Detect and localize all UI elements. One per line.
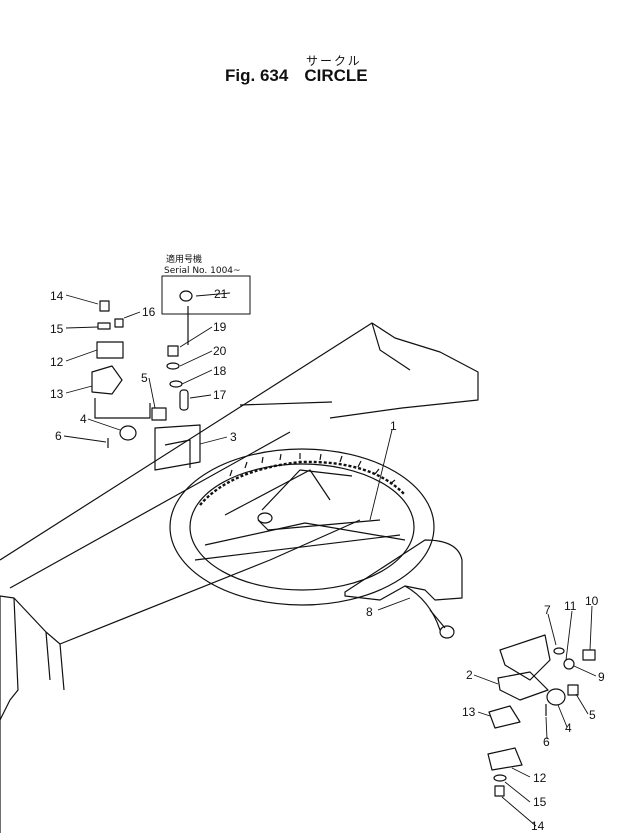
callout-6: 6 — [55, 429, 62, 443]
leader-lines — [63, 292, 597, 827]
callout-2: 2 — [466, 668, 473, 682]
callout-12-lower: 12 — [533, 771, 547, 785]
callout-5-lower: 5 — [589, 708, 596, 722]
callout-16: 16 — [142, 305, 156, 319]
figure-number: Fig. 634 — [225, 66, 289, 85]
callout-14-lower: 14 — [531, 819, 545, 833]
callout-3: 3 — [230, 430, 237, 444]
callout-5: 5 — [141, 371, 148, 385]
callout-4-lower: 4 — [565, 721, 572, 735]
main-frame — [0, 322, 479, 833]
callout-labels: 14 16 15 12 13 5 4 6 3 21 19 20 18 17 1 … — [50, 287, 605, 833]
callout-10: 10 — [585, 594, 599, 608]
callout-13: 13 — [50, 387, 64, 401]
callout-18: 18 — [213, 364, 227, 378]
circle-arm — [344, 539, 463, 639]
circle-ring — [169, 448, 435, 606]
serial-range-parts — [161, 275, 251, 411]
serial-note-number: Serial No. 1004~ — [164, 266, 241, 276]
callout-11: 11 — [564, 599, 577, 613]
callout-12: 12 — [50, 355, 64, 369]
figure-title: Fig. 634 CIRCLE — [225, 66, 368, 86]
callout-14: 14 — [50, 289, 64, 303]
lower-bracket-parts — [487, 634, 596, 797]
callout-8: 8 — [366, 605, 373, 619]
callout-13-lower: 13 — [462, 705, 476, 719]
figure-subtitle-jp: サークル — [306, 54, 362, 68]
callout-19: 19 — [213, 320, 227, 334]
callout-15: 15 — [50, 322, 64, 336]
callout-4: 4 — [80, 412, 87, 426]
callout-20: 20 — [213, 344, 227, 358]
circle-frame — [194, 469, 406, 561]
callout-1: 1 — [390, 419, 397, 433]
callout-9: 9 — [598, 670, 605, 684]
serial-note-jp: 適用号機 — [166, 253, 202, 265]
callout-15-lower: 15 — [533, 795, 547, 809]
callout-21: 21 — [214, 287, 228, 301]
callout-7: 7 — [544, 603, 551, 617]
callout-6-lower: 6 — [543, 735, 550, 749]
figure-name: CIRCLE — [304, 66, 368, 85]
upper-bracket-parts — [91, 300, 201, 471]
callout-17: 17 — [213, 388, 227, 402]
